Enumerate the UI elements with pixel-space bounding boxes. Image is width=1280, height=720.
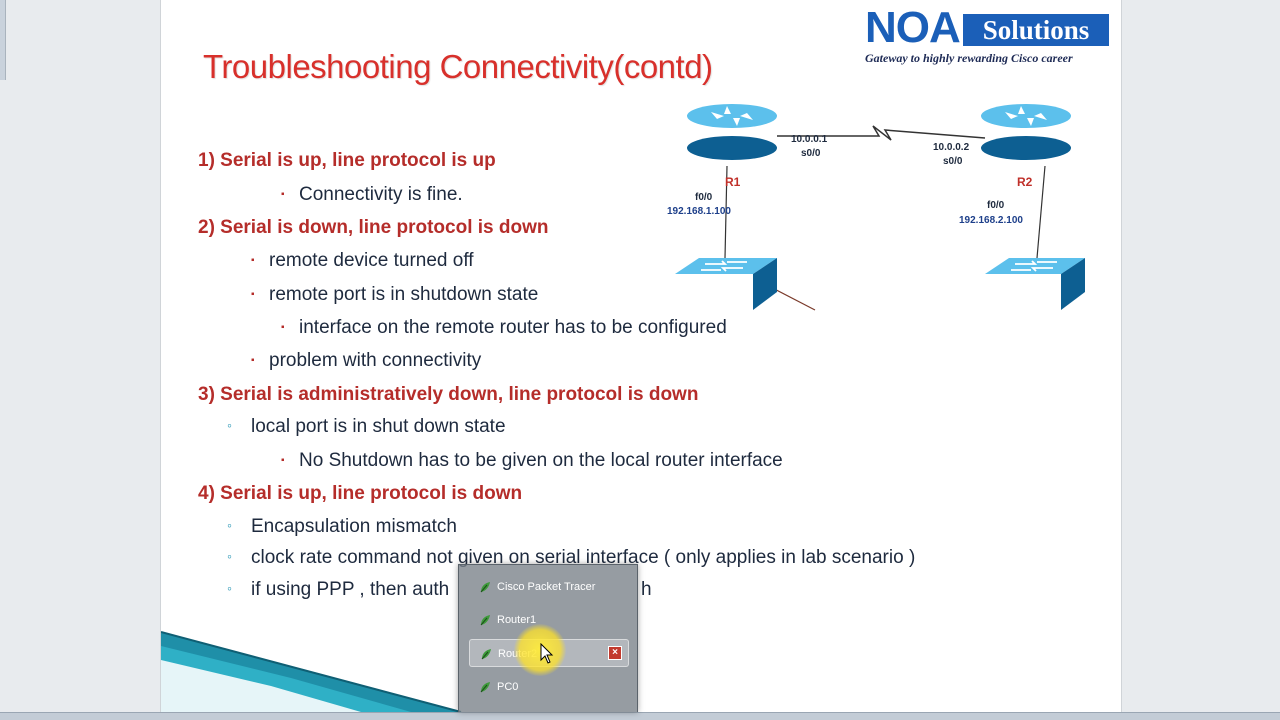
r1-serial-ip: 10.0.0.1 <box>791 134 828 145</box>
r1-serial-if: s0/0 <box>801 148 821 159</box>
left-window-edge <box>0 0 6 80</box>
network-diagram-main: 10.0.0.1 s0/0 10.0.0.2 s0/0 R1 R2 f0/0 1… <box>661 96 1101 316</box>
bullet-1-1: ▪Connectivity is fine. <box>281 184 463 205</box>
bullet-square-icon: ▪ <box>281 455 285 466</box>
packet-tracer-icon <box>480 682 490 693</box>
bullet-circle-icon: ◦ <box>227 580 232 596</box>
bullet-square-icon: ▪ <box>251 355 255 366</box>
heading-3: 3) Serial is administratively down, line… <box>198 384 699 405</box>
mouse-pointer-icon <box>540 643 554 664</box>
bullet-2-2-1: ▪interface on the remote router has to b… <box>281 317 727 338</box>
slide-title: Troubleshooting Connectivity(contd) <box>203 48 713 85</box>
logo-brand-box: Solutions <box>963 14 1109 46</box>
bullet-square-icon: ▪ <box>281 189 285 200</box>
bullet-2-3: ▪problem with connectivity <box>251 350 482 371</box>
packet-tracer-icon <box>480 582 490 593</box>
cursor-highlight <box>514 624 566 676</box>
bullet-2-2: ▪remote port is in shutdown state <box>251 284 539 305</box>
bullet-square-icon: ▪ <box>281 322 285 333</box>
bullet-2-1: ▪remote device turned off <box>251 250 474 271</box>
r1-label: R1 <box>725 175 741 189</box>
bullet-square-icon: ▪ <box>251 255 255 266</box>
presentation-slide: Troubleshooting Connectivity(contd) NOA … <box>160 0 1122 712</box>
r2-label: R2 <box>1017 175 1033 189</box>
popup-item-pc0[interactable]: PC0 <box>469 673 629 701</box>
bullet-square-icon: ▪ <box>251 289 255 300</box>
bullet-3-1: ◦local port is in shut down state <box>227 416 506 437</box>
heading-4: 4) Serial is up, line protocol is down <box>198 483 523 504</box>
popup-item-cisco-packet-tracer[interactable]: Cisco Packet Tracer <box>469 573 629 601</box>
noa-solutions-logo: NOA Solutions Gateway to highly rewardin… <box>865 4 1113 68</box>
close-icon[interactable]: × <box>608 646 622 660</box>
heading-2: 2) Serial is down, line protocol is down <box>198 217 549 238</box>
r1-lan-ip: 192.168.1.100 <box>667 206 731 217</box>
bullet-4-3-end: h <box>641 579 652 600</box>
r2-serial-ip: 10.0.0.2 <box>933 142 970 153</box>
r2-lan-ip: 192.168.2.100 <box>959 215 1023 226</box>
r2-lan-if: f0/0 <box>987 200 1005 211</box>
packet-tracer-icon <box>480 615 490 626</box>
bullet-4-3: ◦if using PPP , then auth <box>227 579 450 600</box>
bullet-circle-icon: ◦ <box>227 548 232 564</box>
bullet-circle-icon: ◦ <box>227 417 232 433</box>
heading-1: 1) Serial is up, line protocol is up <box>198 150 496 171</box>
logo-tagline: Gateway to highly rewarding Cisco career <box>865 51 1073 65</box>
bullet-4-2: ◦clock rate command not given on serial … <box>227 547 916 568</box>
popup-item-router1[interactable]: Router1 <box>469 606 629 634</box>
windows-taskbar[interactable] <box>0 712 1280 720</box>
bullet-4-1: ◦Encapsulation mismatch <box>227 516 457 537</box>
bullet-circle-icon: ◦ <box>227 517 232 533</box>
bullet-3-1-1: ▪No Shutdown has to be given on the loca… <box>281 450 783 471</box>
r2-serial-if: s0/0 <box>943 156 963 167</box>
r1-lan-if: f0/0 <box>695 192 713 203</box>
packet-tracer-icon <box>481 649 491 660</box>
teal-accent-swoosh <box>161 631 462 712</box>
logo-brand-text: NOA <box>865 3 961 52</box>
